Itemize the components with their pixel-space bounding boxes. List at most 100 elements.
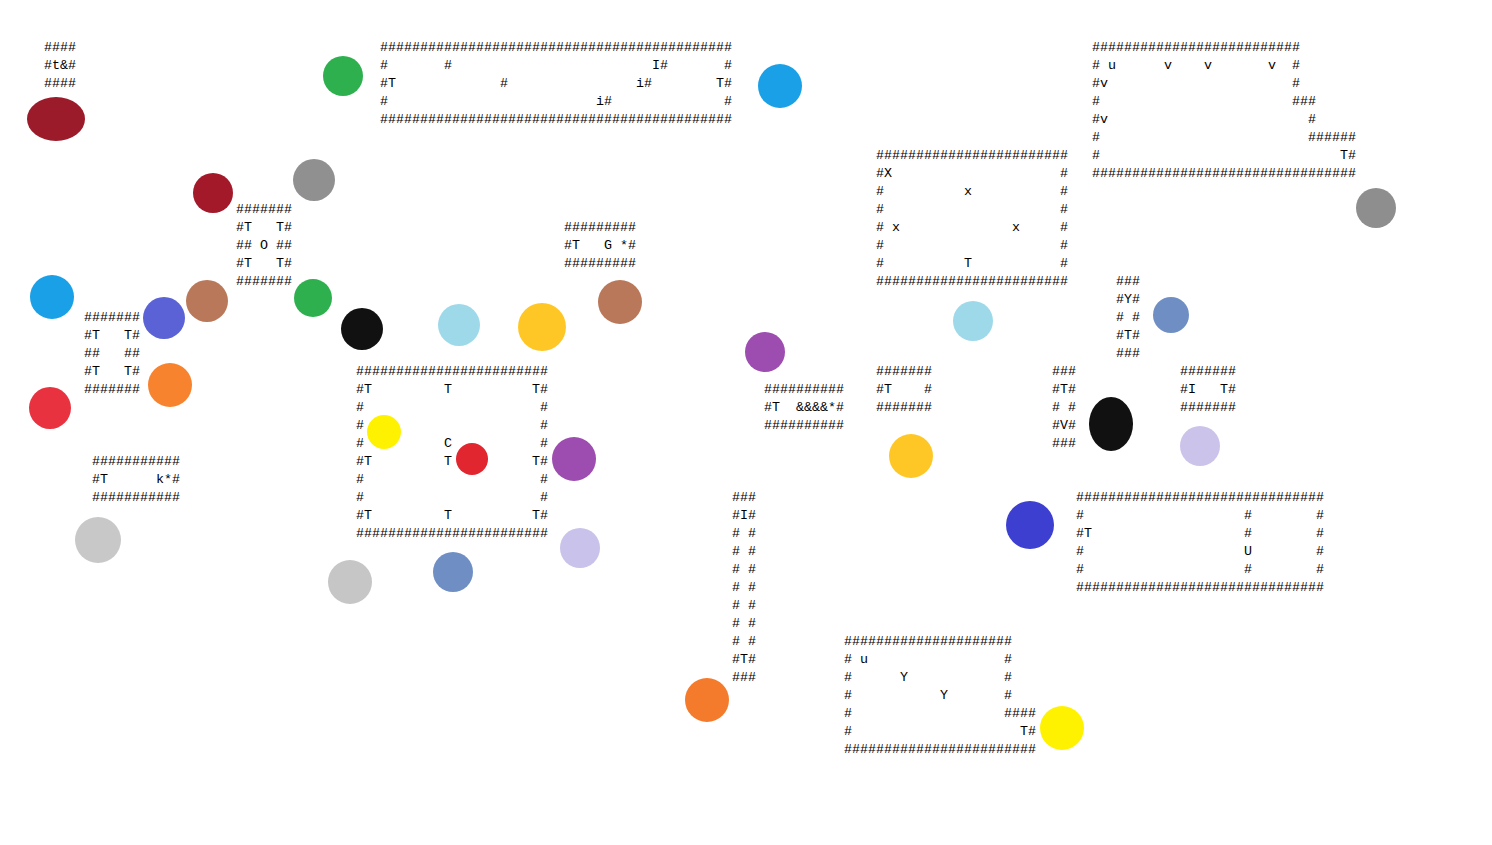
map-row: ##################### [844,633,1012,651]
paint-dot [1153,297,1189,333]
paint-dot [75,517,121,563]
map-row: #I T# [1180,381,1236,399]
paint-dot [953,301,993,341]
map-row: ######################## [844,741,1036,759]
map-row: # # [1052,399,1076,417]
map-row: #I# [732,507,756,525]
map-row: ########### [92,453,180,471]
paint-dot [758,64,802,108]
map-row: # # [732,597,756,615]
map-row: ####### [236,273,292,291]
map-row: ## ## [84,345,140,363]
map-row: ####### [1180,363,1236,381]
paint-dot [1006,501,1054,549]
paint-dot [323,56,363,96]
map-row: #v # [1092,111,1316,129]
map-row: ### [1052,435,1076,453]
paint-dot [148,363,192,407]
map-row: ### [1052,363,1076,381]
map-row: #T # [876,381,932,399]
map-row: # x x # [876,219,1068,237]
paint-dot [438,304,480,346]
map-row: #T T T# [356,507,548,525]
map-row: # u # [844,651,1012,669]
map-row: ####### [876,399,932,417]
map-row: ########################## [1092,39,1300,57]
paint-dot [293,159,335,201]
map-row: ########## [764,417,844,435]
paint-dot [341,308,383,350]
map-row: ### [732,669,756,687]
map-row: # T # [876,255,1068,273]
map-row: #T # # [1076,525,1324,543]
map-row: #T k*# [92,471,180,489]
map-row: ####### [236,201,292,219]
map-row: ####### [1180,399,1236,417]
map-row: # # [356,399,548,417]
paint-dot [186,280,228,322]
map-row: ########################################… [380,111,732,129]
map-row: ########### [92,489,180,507]
map-row: #T T# [84,327,140,345]
map-row: #t&# [44,57,76,75]
map-row: # # I# # [380,57,732,75]
map-row: ####### [84,309,140,327]
map-row: # # [1116,309,1140,327]
map-row: ####### [84,381,140,399]
map-row: #T T# [84,363,140,381]
paint-dot [1040,706,1084,750]
map-row: # # [732,633,756,651]
map-row: # # # [1076,561,1324,579]
map-row: #T# [1116,327,1140,345]
map-row: # # [732,525,756,543]
map-row: #T T# [236,255,292,273]
paint-dot [433,552,473,592]
paint-dot [598,280,642,324]
map-row: ######### [564,255,636,273]
map-row: # ###### [1092,129,1356,147]
paint-dot [30,275,74,319]
map-row: #T # i# T# [380,75,732,93]
map-row: ######################## [876,147,1068,165]
map-row: # # [876,201,1068,219]
map-row: ####### [876,363,932,381]
map-row: #T T T# [356,381,548,399]
map-row: ######################## [876,273,1068,291]
paint-dot [294,279,332,317]
map-row: #T G *# [564,237,636,255]
map-row: # # [732,561,756,579]
map-row: # Y # [844,687,1012,705]
paint-dot [518,303,566,351]
map-row: #T# [1052,381,1076,399]
map-row: # T# [844,723,1036,741]
map-row: # x # [876,183,1068,201]
paint-dot [1356,188,1396,228]
map-row: ## O ## [236,237,292,255]
paint-dot [328,560,372,604]
map-row: #Y# [1116,291,1140,309]
map-row: #### [44,39,76,57]
map-row: # u v v v # [1092,57,1300,75]
map-row: # # [356,489,548,507]
map-row: #T# [732,651,756,669]
map-row: #X # [876,165,1068,183]
paint-dot [685,678,729,722]
paint-dot [29,387,71,429]
map-row: ########################################… [380,39,732,57]
map-row: ### [732,489,756,507]
paint-dot [552,437,596,481]
paint-dot [193,173,233,213]
map-row: # U # [1076,543,1324,561]
map-row: # Y # [844,669,1012,687]
map-row: ################################# [1092,165,1356,183]
map-row: # # [356,471,548,489]
map-row: ######### [564,219,636,237]
map-row: #v # [1092,75,1300,93]
map-row: # # [732,579,756,597]
map-row: ### [1116,345,1140,363]
map-row: #T &&&&*# [764,399,844,417]
paint-dot [27,97,85,141]
map-row: # # [356,417,548,435]
map-row: #V# [1052,417,1076,435]
